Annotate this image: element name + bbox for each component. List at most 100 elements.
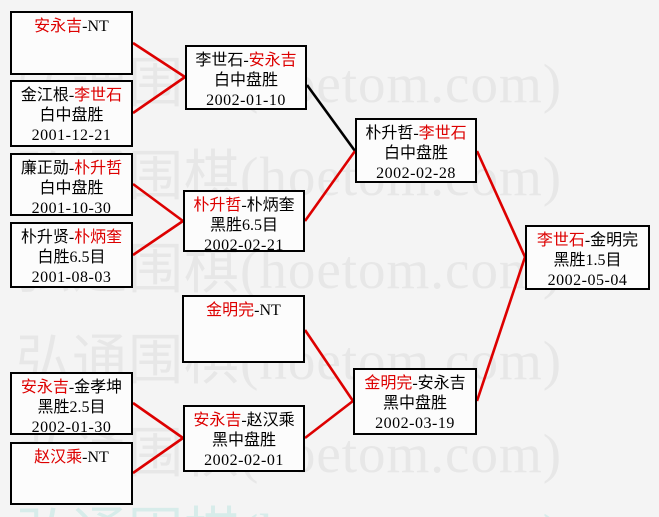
match-box-r1-cho-hanseung-bye[interactable]: 赵汉乘-NT bbox=[10, 442, 133, 505]
player-separator: - bbox=[254, 302, 260, 319]
player-name: 朴炳奎 bbox=[246, 197, 295, 214]
connector-line-sf-bottom-to-final bbox=[475, 256, 527, 402]
player-separator: - bbox=[82, 449, 88, 466]
player-separator: - bbox=[241, 412, 247, 429]
player-name: 金明完 bbox=[364, 375, 413, 392]
player-separator: - bbox=[412, 375, 418, 392]
match-box-r2-kim-myeongwan-bye[interactable]: 金明完-NT bbox=[182, 295, 305, 363]
connector-line-an-kimh-to-r2 bbox=[132, 401, 184, 440]
match-players: 廉正勋-朴升哲 bbox=[12, 159, 131, 179]
player-name: 朴升哲 bbox=[74, 160, 123, 177]
match-box-r1-an-yonggil-bye[interactable]: 安永吉-NT bbox=[10, 11, 133, 75]
player-name: 金明完 bbox=[206, 302, 255, 319]
connector-line-lee-an-to-sf bbox=[305, 84, 357, 152]
player-separator: - bbox=[82, 18, 88, 35]
player-separator: - bbox=[68, 160, 75, 177]
connector-line-yeom-park-to-r2 bbox=[132, 182, 184, 223]
player-name: 李世石 bbox=[418, 125, 467, 142]
match-result: 黑胜1.5目 bbox=[553, 252, 622, 269]
match-players: 安永吉-赵汉乘 bbox=[185, 411, 303, 431]
match-players: 朴升贤-朴炳奎 bbox=[12, 228, 131, 248]
match-result: 白中盘胜 bbox=[383, 145, 448, 162]
player-name: 赵汉乘 bbox=[246, 412, 295, 429]
player-name: 李世石 bbox=[195, 52, 244, 69]
connector-line-kim-lee-to-r2 bbox=[132, 75, 186, 115]
watermark-text: .com) bbox=[430, 503, 562, 517]
match-result: 白中盘胜 bbox=[39, 107, 104, 124]
match-date: 2002-02-21 bbox=[204, 237, 284, 254]
match-players: 安永吉-金孝坤 bbox=[12, 378, 131, 398]
connector-line-parkh-parkb-to-r2 bbox=[132, 219, 184, 257]
player-name: 金江根 bbox=[20, 87, 69, 104]
match-result: 白胜6.5目 bbox=[37, 249, 106, 266]
watermark-text: 弘通围棋(ho bbox=[16, 503, 316, 517]
player-name: 安永吉 bbox=[193, 412, 242, 429]
player-separator: - bbox=[68, 87, 75, 104]
player-name: NT bbox=[259, 302, 281, 319]
match-result: 黑中盘胜 bbox=[382, 395, 447, 412]
player-name: 安永吉 bbox=[248, 52, 297, 69]
connector-line-parks-parkb-to-sf bbox=[303, 150, 357, 222]
player-name: 朴升贤 bbox=[20, 229, 69, 246]
match-players: 赵汉乘-NT bbox=[12, 448, 131, 468]
match-result: 黑胜6.5目 bbox=[209, 217, 278, 234]
player-name: 金明完 bbox=[590, 232, 639, 249]
watermark-text: etom bbox=[316, 503, 430, 517]
match-result: 白中盘胜 bbox=[39, 180, 104, 197]
player-separator: - bbox=[241, 197, 247, 214]
match-players: 朴升哲-李世石 bbox=[357, 124, 475, 144]
player-name: 赵汉乘 bbox=[34, 449, 83, 466]
watermark-row: 弘通围棋(hoetom.com) bbox=[16, 488, 562, 517]
connector-line-an-bye-to-r2 bbox=[132, 41, 186, 79]
player-name: 安永吉 bbox=[20, 379, 69, 396]
match-result: 白中盘胜 bbox=[213, 72, 278, 89]
player-name: 安永吉 bbox=[34, 18, 83, 35]
player-name: 安永吉 bbox=[417, 375, 466, 392]
connector-line-an-cho-to-sf bbox=[304, 399, 354, 440]
player-name: 朴升哲 bbox=[365, 125, 414, 142]
match-date: 2001-10-30 bbox=[31, 200, 112, 217]
match-date: 2002-02-01 bbox=[204, 452, 284, 469]
match-date: 2002-01-30 bbox=[31, 419, 112, 436]
match-date: 2002-01-10 bbox=[206, 92, 286, 109]
connector-line-sf-top-to-final bbox=[475, 150, 527, 258]
player-separator: - bbox=[68, 229, 75, 246]
player-separator: - bbox=[243, 52, 249, 69]
player-name: 金孝坤 bbox=[74, 379, 123, 396]
player-name: 廉正勋 bbox=[20, 160, 69, 177]
match-players: 朴升哲-朴炳奎 bbox=[185, 196, 303, 216]
match-players: 安永吉-NT bbox=[12, 17, 131, 37]
player-name: NT bbox=[87, 449, 109, 466]
match-players: 李世石-安永吉 bbox=[187, 51, 305, 71]
match-players: 金明完-安永吉 bbox=[355, 374, 475, 394]
connector-line-kimm-bye-to-sf bbox=[303, 329, 355, 402]
match-players: 金江根-李世石 bbox=[12, 86, 131, 106]
player-name: 李世石 bbox=[74, 87, 123, 104]
connector-line-cho-bye-to-r2 bbox=[132, 436, 184, 475]
player-name: NT bbox=[87, 18, 109, 35]
match-date: 2002-02-28 bbox=[376, 165, 456, 182]
player-name: 朴升哲 bbox=[193, 197, 242, 214]
match-date: 2002-05-04 bbox=[547, 272, 628, 289]
match-players: 金明完-NT bbox=[184, 301, 303, 321]
match-players: 李世石-金明完 bbox=[527, 231, 648, 251]
match-date: 2001-08-03 bbox=[31, 269, 112, 286]
match-date: 2001-12-21 bbox=[31, 127, 112, 144]
match-date: 2002-03-19 bbox=[375, 415, 455, 432]
player-separator: - bbox=[584, 232, 591, 249]
player-separator: - bbox=[413, 125, 419, 142]
player-separator: - bbox=[68, 379, 75, 396]
player-name: 朴炳奎 bbox=[74, 229, 123, 246]
match-box-final-lee-sedol-kim-myeongwan[interactable]: 李世石-金明完黑胜1.5目 2002-05-04 bbox=[525, 225, 650, 290]
